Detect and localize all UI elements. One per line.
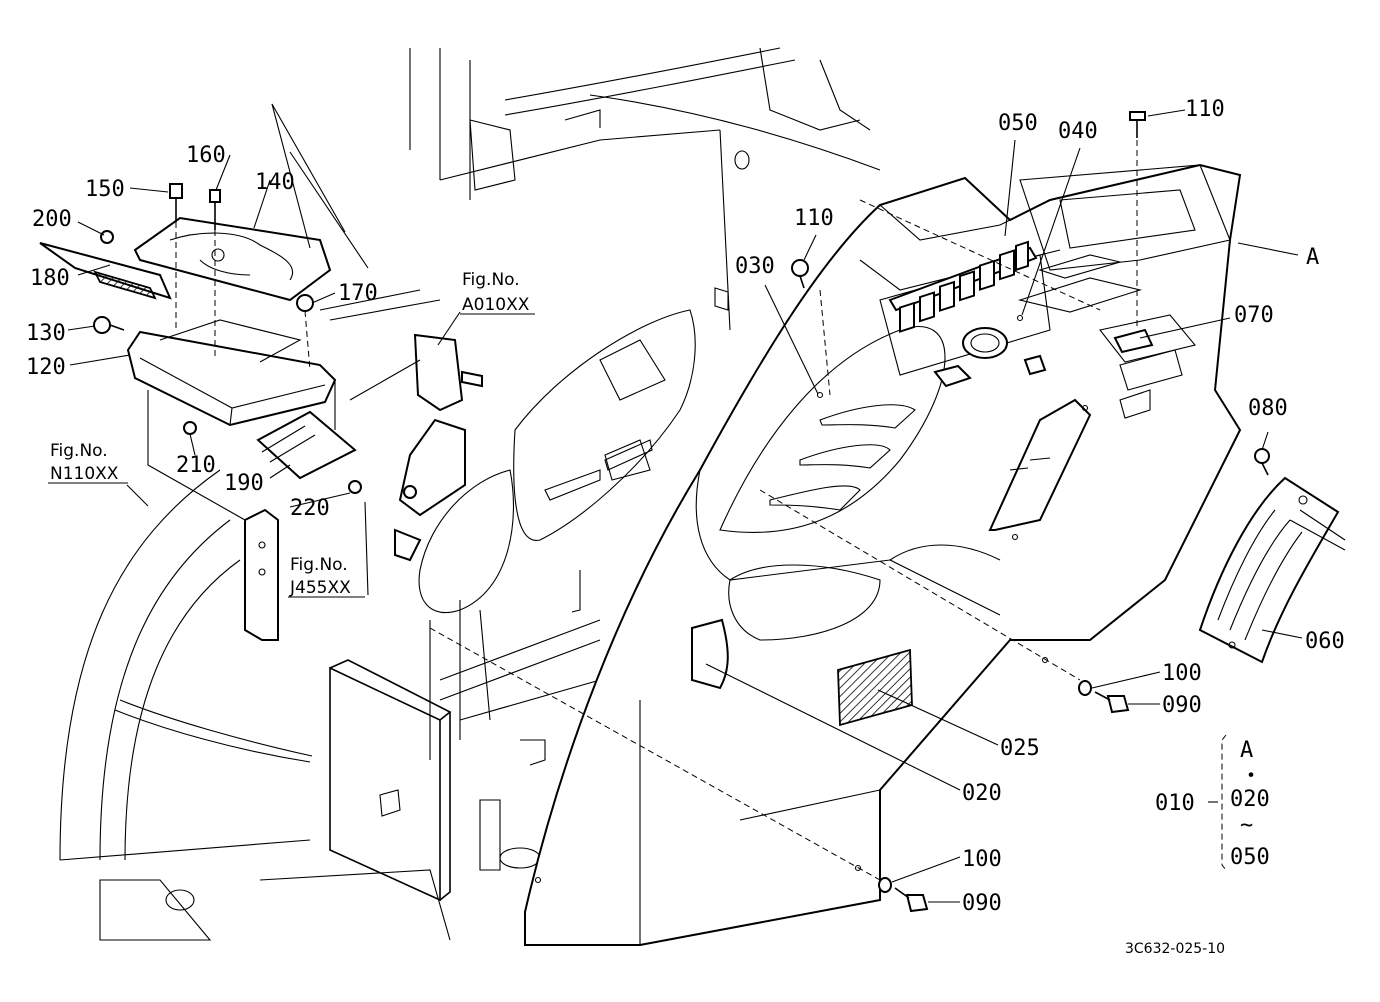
washer-100-upper — [1078, 680, 1092, 696]
callout-110-top: 110 — [1185, 97, 1225, 122]
svg-text:Fig.No.: Fig.No. — [462, 270, 520, 290]
assembly-key-dot: ・ — [1240, 764, 1262, 789]
callout-180: 180 — [30, 266, 70, 291]
figure-reference-n110[interactable]: Fig.No. N110XX — [48, 441, 128, 484]
bolt-090-lower — [894, 887, 929, 913]
fender-extension-060 — [1198, 476, 1340, 664]
svg-text:A010XX: A010XX — [462, 295, 530, 315]
callout-030: 030 — [735, 254, 775, 279]
nut-210 — [183, 421, 197, 435]
callout-190: 190 — [224, 471, 264, 496]
callout-090-upper: 090 — [1162, 693, 1202, 718]
callout-070: 070 — [1234, 303, 1274, 328]
svg-text:J455XX: J455XX — [289, 578, 351, 598]
svg-text:N110XX: N110XX — [50, 464, 119, 484]
fender-console — [524, 163, 1242, 946]
svg-text:Fig.No.: Fig.No. — [290, 555, 348, 575]
callout-140: 140 — [255, 170, 295, 195]
callout-210: 210 — [176, 453, 216, 478]
assembly-key: 010 A ・ 020 ~ 050 — [1155, 734, 1270, 871]
callout-150: 150 — [85, 177, 125, 202]
bolt-080 — [1254, 448, 1270, 476]
callout-010: 010 — [1155, 791, 1195, 816]
bolt-200 — [100, 230, 114, 244]
plate-190 — [256, 410, 357, 480]
bolt-090-upper — [1094, 691, 1130, 714]
cover-plate-140 — [133, 216, 332, 302]
screw-110-top — [1129, 111, 1146, 138]
callout-020: 020 — [962, 781, 1002, 806]
callout-200: 200 — [32, 207, 72, 232]
assembly-key-020: 020 — [1230, 787, 1270, 812]
callout-130: 130 — [26, 321, 66, 346]
nut-170 — [296, 294, 314, 312]
figure-reference-a010[interactable]: Fig.No. A010XX — [460, 270, 535, 315]
callout-110-mid: 110 — [794, 206, 834, 231]
svg-text:Fig.No.: Fig.No. — [50, 441, 108, 461]
callout-080: 080 — [1248, 396, 1288, 421]
bolt-160 — [209, 189, 221, 230]
screw-110-mid — [791, 259, 809, 289]
callout-090-lower: 090 — [962, 891, 1002, 916]
assembly-key-050: 050 — [1230, 845, 1270, 870]
callout-160: 160 — [186, 143, 226, 168]
bolt-150 — [169, 183, 183, 222]
reference-a: A — [1306, 245, 1319, 270]
callout-040: 040 — [1058, 119, 1098, 144]
callout-025: 025 — [1000, 736, 1040, 761]
callout-120: 120 — [26, 355, 66, 380]
bracket-120 — [126, 330, 337, 427]
figure-reference-j455[interactable]: Fig.No. J455XX — [288, 555, 365, 598]
callout-170: 170 — [338, 281, 378, 306]
background-frame — [59, 47, 881, 941]
callout-100-upper: 100 — [1162, 661, 1202, 686]
leader-lines — [67, 103, 1346, 903]
drawing-code: 3C632-025-10 — [1125, 941, 1225, 957]
alignment-lines — [175, 140, 1138, 881]
callout-050: 050 — [998, 111, 1038, 136]
washer-100-lower — [878, 877, 892, 893]
callout-labels: 110 050 040 110 030 A 070 080 060 100 09… — [26, 97, 1345, 916]
nut-220 — [348, 480, 362, 494]
callout-060: 060 — [1305, 629, 1345, 654]
bracket-assembly — [39, 183, 729, 641]
assembly-key-a: A — [1240, 738, 1253, 763]
bolt-130 — [93, 316, 125, 334]
assembly-key-tilde: ~ — [1240, 813, 1253, 838]
callout-220: 220 — [290, 496, 330, 521]
callout-100-lower: 100 — [962, 847, 1002, 872]
